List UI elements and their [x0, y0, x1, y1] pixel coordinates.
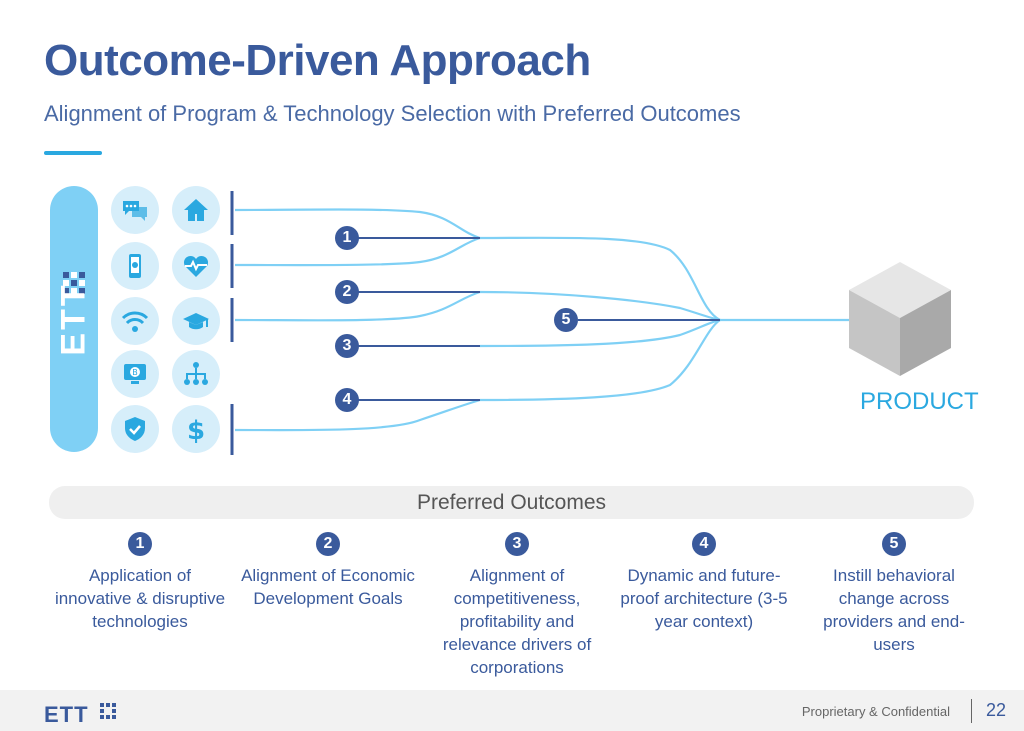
outcome-number: 4 — [692, 532, 716, 556]
product-label: PRODUCT — [860, 388, 979, 415]
mobile-payment-icon — [111, 242, 159, 290]
title-accent-line — [44, 151, 102, 155]
stream-b — [234, 236, 481, 267]
flow-marker-3: 3 — [335, 334, 359, 358]
home-icon — [172, 186, 220, 234]
flow-marker-4: 4 — [335, 388, 359, 412]
svg-text:$: $ — [187, 416, 205, 444]
outcome-5: 5 Instill behavioral change across provi… — [804, 532, 984, 656]
graduation-cap-icon — [172, 297, 220, 345]
stream-a — [234, 208, 481, 240]
product-cube — [849, 262, 951, 376]
outcome-3: 3 Alignment of competitiveness, profitab… — [427, 532, 607, 679]
outcome-2: 2 Alignment of Economic Development Goal… — [238, 532, 418, 610]
slide-title: Outcome-Driven Approach — [44, 36, 591, 85]
flow-marker-5: 5 — [554, 308, 578, 332]
stream-d — [234, 398, 481, 432]
outcome-text: Application of innovative & disruptive t… — [54, 566, 226, 631]
dollar-icon: $ — [172, 405, 220, 453]
outcome-number: 5 — [882, 532, 906, 556]
heart-monitor-icon — [172, 242, 220, 290]
bitcoin-monitor-icon: B — [111, 350, 159, 398]
page-number: 22 — [985, 700, 1006, 720]
merge-1 — [479, 236, 721, 321]
confidential-notice: Proprietary & Confidential — [801, 704, 950, 719]
hierarchy-icon — [172, 350, 220, 398]
merge-3 — [479, 318, 721, 348]
flow-diagram — [230, 191, 951, 455]
brand-mark-icon — [63, 272, 85, 294]
merge-2 — [479, 290, 721, 322]
outcome-text: Alignment of competitiveness, profitabil… — [442, 566, 592, 677]
outcome-text: Alignment of Economic Development Goals — [241, 566, 415, 608]
outcome-text: Instill behavioral change across provide… — [823, 566, 965, 654]
outcome-4: 4 Dynamic and future-proof architecture … — [614, 532, 794, 633]
outcome-1: 1 Application of innovative & disruptive… — [50, 532, 230, 633]
outcome-number: 3 — [505, 532, 529, 556]
footer-separator — [971, 699, 972, 723]
shield-check-icon — [111, 405, 159, 453]
slide-subtitle: Alignment of Program & Technology Select… — [44, 101, 741, 126]
merge-4 — [479, 319, 721, 402]
flow-marker-1: 1 — [335, 226, 359, 250]
outcome-number: 1 — [128, 532, 152, 556]
brand-pill: ETT — [50, 186, 98, 452]
wifi-icon — [111, 297, 159, 345]
stream-c — [234, 290, 481, 322]
chat-bubble-icon — [111, 186, 159, 234]
flow-marker-2: 2 — [335, 280, 359, 304]
svg-text:B: B — [132, 368, 138, 377]
outcome-text: Dynamic and future-proof architecture (3… — [620, 566, 788, 631]
outcome-number: 2 — [316, 532, 340, 556]
preferred-outcomes-heading: Preferred Outcomes — [49, 486, 974, 519]
footer-logo: ETT — [44, 702, 89, 727]
footer: ETT Proprietary & Confidential 22 — [0, 690, 1024, 731]
footer-logo-mark-icon — [100, 703, 116, 719]
